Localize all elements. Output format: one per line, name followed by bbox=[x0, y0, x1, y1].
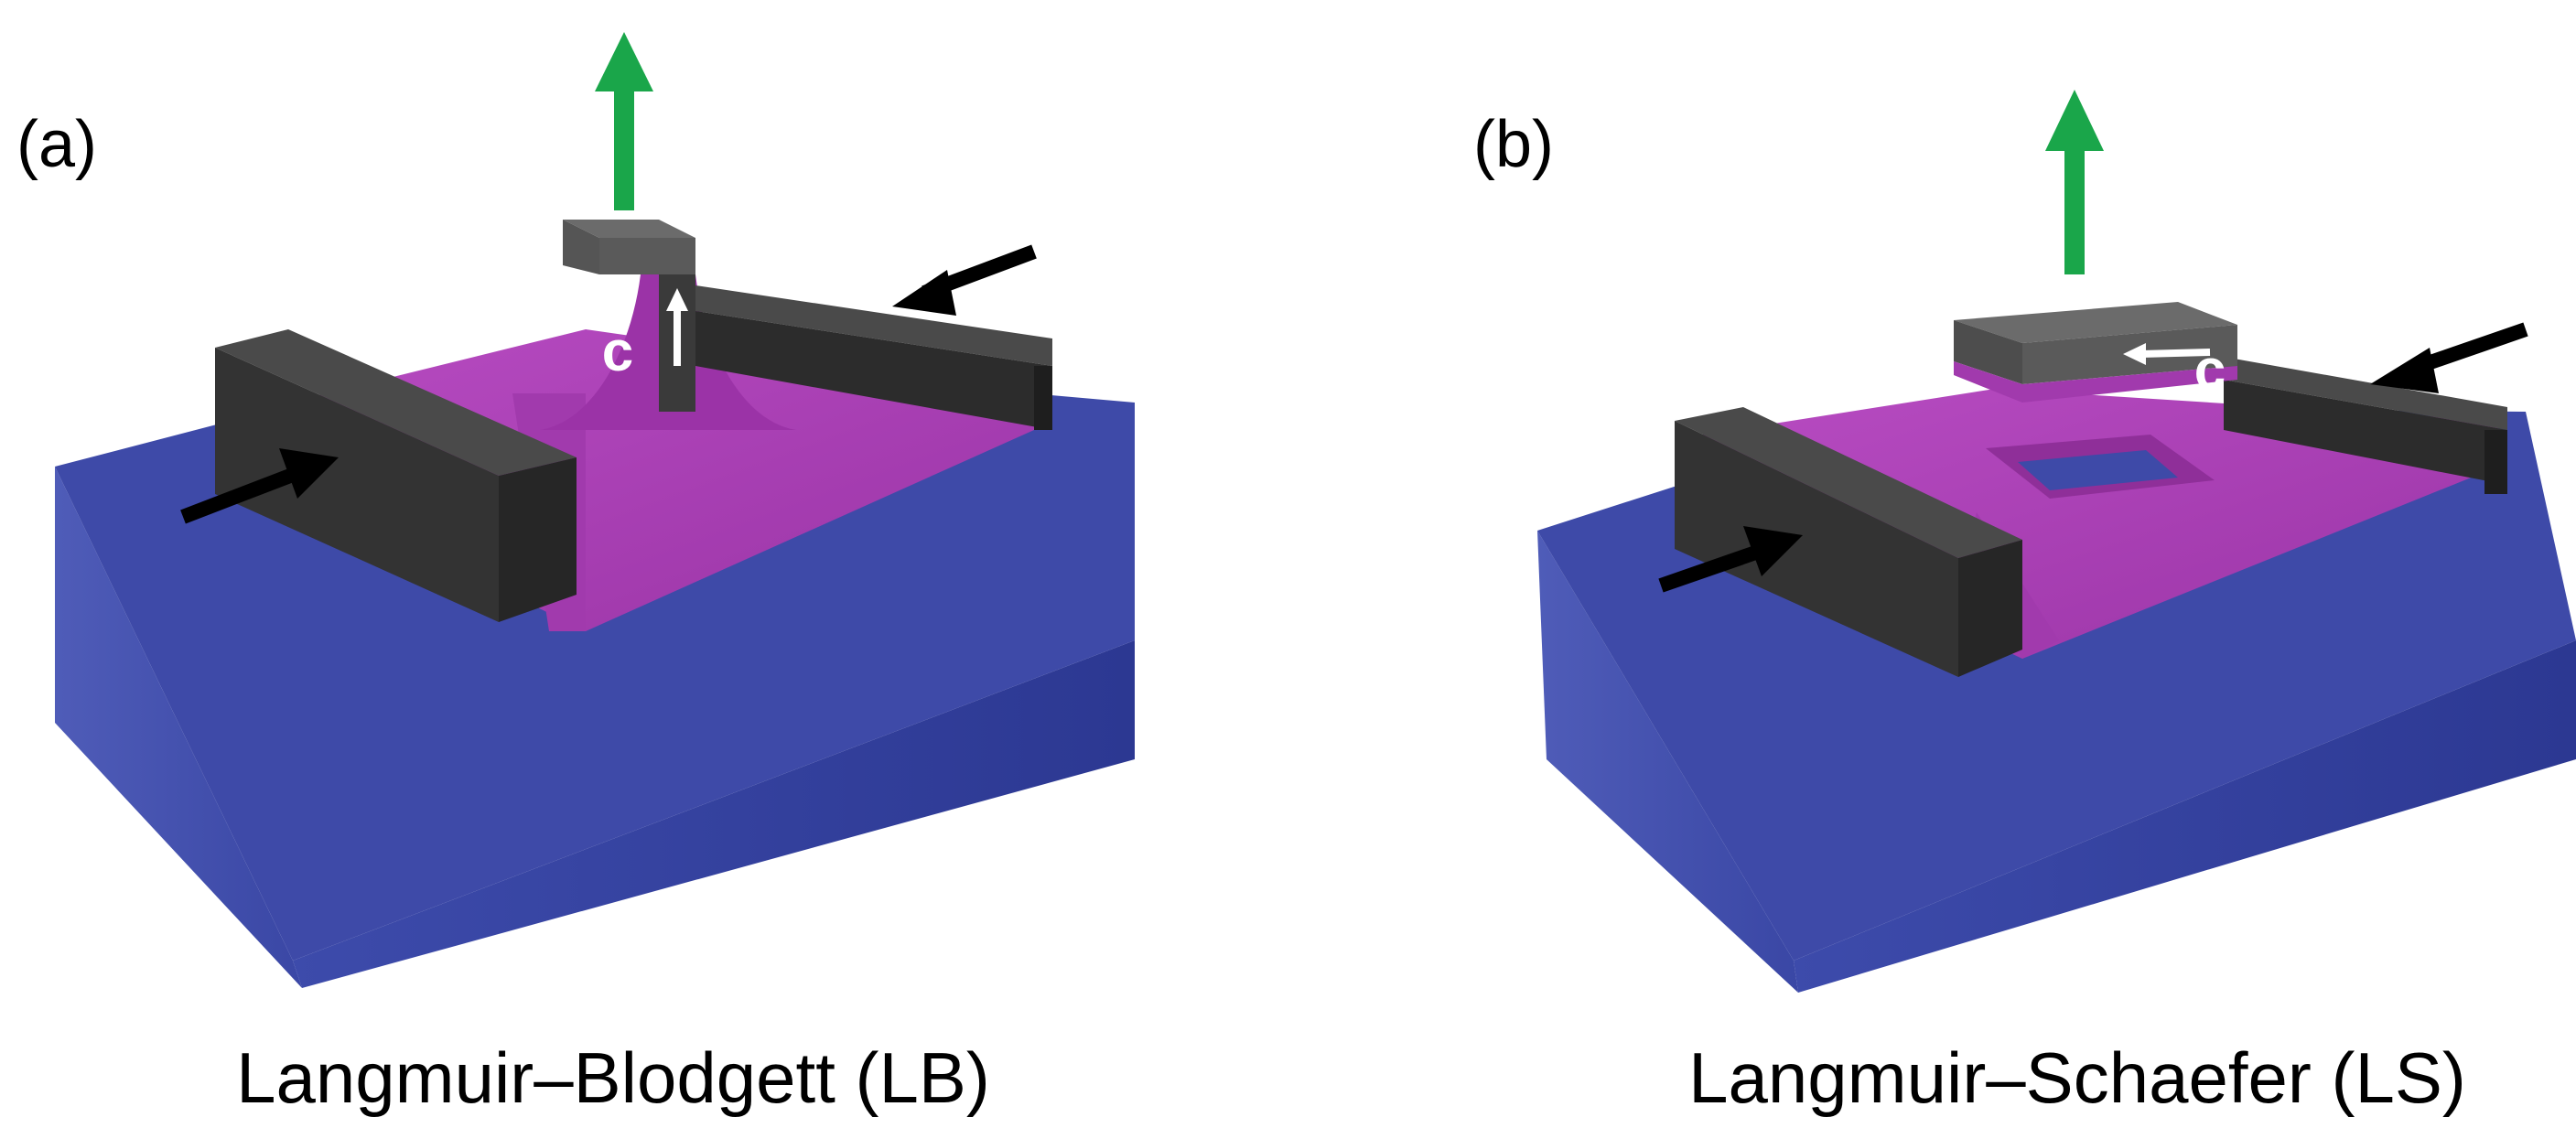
panel-b-label: (b) bbox=[1473, 108, 1554, 181]
left-barrier bbox=[1675, 407, 2022, 677]
compression-arrow-left bbox=[1658, 526, 1803, 593]
compression-arrow-left bbox=[180, 448, 339, 524]
lift-arrow bbox=[2045, 90, 2104, 274]
trough-front-face bbox=[1794, 640, 2576, 993]
trough-left-face bbox=[1537, 531, 1798, 993]
panel-b: c (b) Langmuir–Schaefer (LS) bbox=[1473, 90, 2576, 1118]
compression-arrow-right bbox=[892, 244, 1037, 316]
trough-left-face bbox=[55, 467, 302, 988]
left-barrier bbox=[215, 329, 577, 622]
right-barrier bbox=[2224, 357, 2507, 494]
panel-b-caption: Langmuir–Schaefer (LS) bbox=[1688, 1037, 2466, 1118]
right-barrier bbox=[695, 285, 1052, 430]
panel-a-label: (a) bbox=[16, 108, 97, 181]
c-label: c bbox=[602, 320, 633, 383]
c-direction-arrow bbox=[666, 288, 688, 366]
lift-arrow bbox=[595, 32, 653, 210]
compression-arrow-right bbox=[2370, 322, 2528, 393]
trough-front-face bbox=[293, 640, 1135, 988]
panel-a: c (a) Langmuir–Blodgett (LB) bbox=[16, 32, 1135, 1118]
c-direction-arrow bbox=[2123, 343, 2211, 365]
c-label: c bbox=[2194, 338, 2226, 402]
film-on-substrate bbox=[1954, 361, 2237, 403]
panel-a-caption: Langmuir–Blodgett (LB) bbox=[236, 1037, 990, 1118]
